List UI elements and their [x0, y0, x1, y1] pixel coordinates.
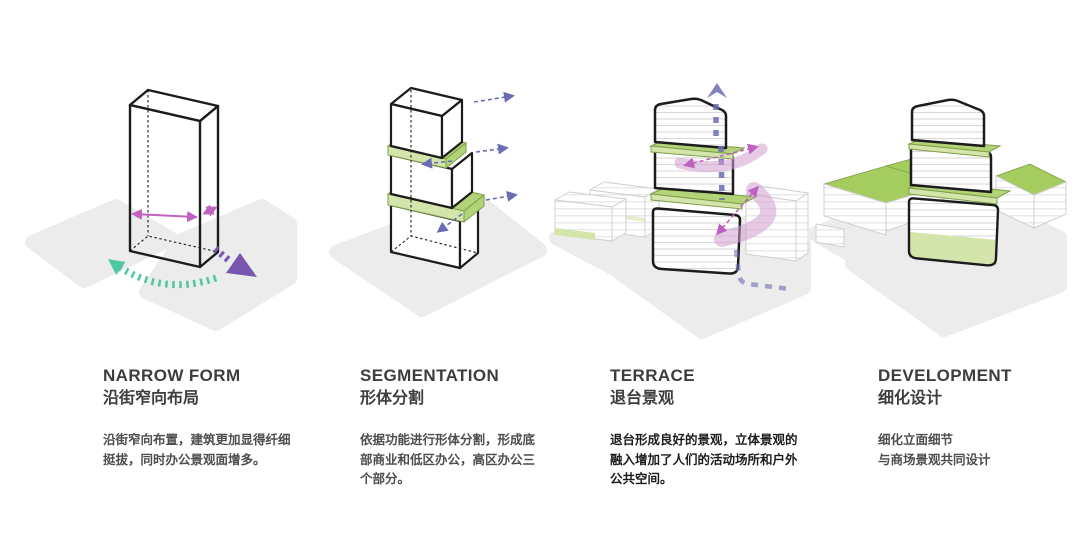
step-subtitle: 形体分割 [360, 390, 425, 408]
podium-right [994, 163, 1067, 229]
tower-lower-volume [907, 197, 1000, 267]
step-subtitle: 退台景观 [610, 390, 675, 408]
width-arrows [131, 204, 218, 223]
top-block [389, 86, 464, 160]
development-diagram [807, 98, 1067, 337]
terrace-arrow-high [683, 143, 759, 169]
caption-development: DEVELOPMENT 细化设计 细化立面细节 与商场景观共同设计 [878, 366, 1080, 470]
step-description: 沿街窄向布置，建筑更加显得纤细 挺拔，同时办公景观面增多。 [103, 433, 291, 467]
caption-terrace: TERRACE 退台景观 退台形成良好的景观，立体景观的 融入增加了人们的活动场… [610, 366, 825, 490]
background-buildings-left [554, 181, 660, 242]
terrace-diagram [549, 83, 811, 339]
step-subtitle: 细化设计 [878, 390, 943, 408]
vertical-growth-arrow [707, 83, 727, 201]
entry-arrow [212, 246, 257, 277]
step-description: 细化立面细节 与商场景观共同设计 [878, 433, 991, 467]
ground-planes [25, 199, 297, 331]
tower-top-volume [910, 98, 986, 148]
step-development: DEVELOPMENT 细化设计 细化立面细节 与商场景观共同设计 [807, 0, 1080, 540]
step-description: 依据功能进行形体分割，形成底 部商业和低区办公，高区办公三 个部分。 [360, 433, 536, 487]
step-segmentation: SEGMENTATION 形体分割 依据功能进行形体分割，形成底 部商业和低区办… [300, 0, 550, 540]
step-title: NARROW FORM [103, 366, 241, 385]
narrow-form-diagram [25, 88, 297, 331]
step-subtitle: 沿街窄向布局 [103, 390, 200, 408]
terrace-arrow-low [716, 185, 759, 236]
step-narrow-form: NARROW FORM 沿街窄向布局 沿街窄向布置，建筑更加显得纤细 挺拔，同时… [20, 0, 300, 540]
ground-connection-path [733, 249, 791, 292]
step-description: 退台形成良好的景观，立体景观的 融入增加了人们的活动场所和户外 公共空间。 [610, 433, 798, 487]
step-title: TERRACE [610, 366, 695, 385]
caption-narrow-form: NARROW FORM 沿街窄向布局 沿街窄向布置，建筑更加显得纤细 挺拔，同时… [103, 366, 318, 470]
step-title: SEGMENTATION [360, 366, 500, 385]
step-terrace: TERRACE 退台景观 退台形成良好的景观，立体景观的 融入增加了人们的活动场… [549, 0, 811, 540]
tower-top-volume [653, 97, 728, 150]
split-arrows [421, 91, 518, 233]
step-title: DEVELOPMENT [878, 366, 1012, 385]
segmentation-diagram [329, 86, 547, 317]
caption-segmentation: SEGMENTATION 形体分割 依据功能进行形体分割，形成底 部商业和低区办… [360, 366, 575, 490]
